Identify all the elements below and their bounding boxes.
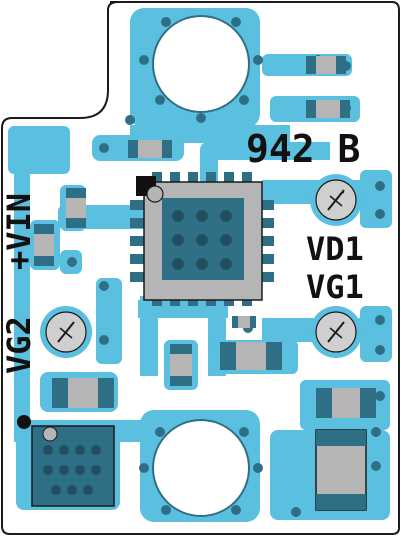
mounting-hole-bottom bbox=[152, 419, 250, 517]
mounting-hole-top bbox=[152, 15, 250, 113]
potentiometers bbox=[40, 174, 362, 358]
capacitor-c2 bbox=[34, 224, 54, 266]
label-vg1: VG1 bbox=[306, 268, 364, 306]
silkscreen-labels: 942 B VD1 VG1 +VIN VG2 bbox=[0, 127, 364, 374]
resistor-r3 bbox=[128, 140, 172, 158]
resistor-r4 bbox=[170, 344, 192, 386]
potentiometer-vg2 bbox=[40, 306, 92, 358]
resistor-r2 bbox=[306, 100, 350, 118]
part-marking: 942 B bbox=[246, 127, 360, 171]
components bbox=[17, 56, 376, 511]
label-vd1: VD1 bbox=[306, 230, 364, 268]
main-ic bbox=[130, 172, 274, 306]
potentiometer-vg1 bbox=[310, 306, 362, 358]
label-vin: +VIN bbox=[0, 193, 38, 270]
mounting-holes bbox=[152, 15, 250, 517]
potentiometer-vd1 bbox=[310, 174, 362, 226]
label-vg2: VG2 bbox=[0, 316, 38, 374]
pin1-marker bbox=[17, 415, 31, 429]
